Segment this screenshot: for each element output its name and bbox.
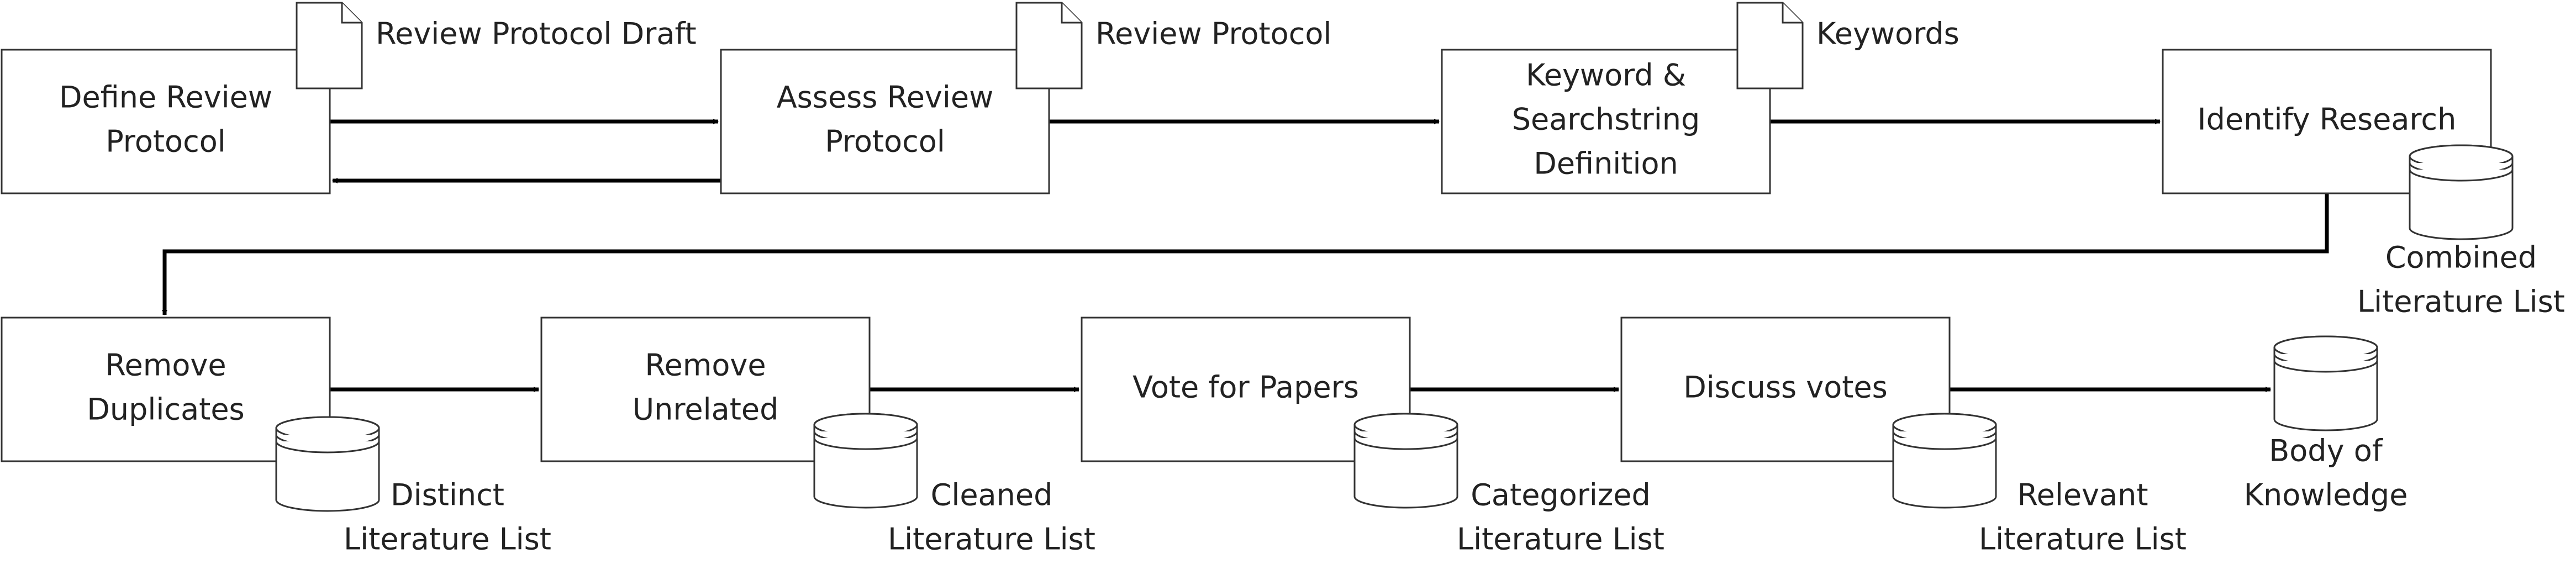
step-keyword-searchstring-definition-line-3: Definition <box>1534 146 1678 181</box>
document-artifacts: Review Protocol Draft Review Protocol Keyw… <box>296 2 1959 89</box>
database-ring-icon <box>275 441 380 454</box>
datastore-combined-literature-list-label-line-2: Literature List <box>2357 284 2565 319</box>
step-assess-review-protocol-line-1: Assess Review <box>777 80 994 115</box>
step-discuss-votes-line-1: Discuss votes <box>1683 370 1888 405</box>
step-vote-for-papers-line-1: Vote for Papers <box>1132 370 1359 405</box>
datastore-cleaned-literature-list-label-line-1: Cleaned <box>931 478 1053 513</box>
database-ring-icon <box>813 437 918 450</box>
datastore-cleaned-literature-list-label-line-2: Literature List <box>888 522 1095 557</box>
step-remove-unrelated-line-1: Remove <box>645 348 766 383</box>
datastore-body-of-knowledge: Body of Knowledge <box>2244 335 2408 513</box>
step-keyword-searchstring-definition-line-1: Keyword & <box>1526 58 1686 93</box>
document-icon <box>1736 2 1804 89</box>
document-review-protocol-draft: Review Protocol Draft <box>296 2 697 89</box>
document-review-protocol-draft-label-line-1: Review Protocol Draft <box>376 17 697 51</box>
step-define-review-protocol-line-1: Define Review <box>59 80 272 115</box>
datastore-distinct-literature-list-label-line-2: Literature List <box>344 522 551 557</box>
step-keyword-searchstring-definition-line-2: Searchstring <box>1512 102 1700 137</box>
database-ring-icon <box>2409 169 2514 182</box>
document-keywords-label-line-1: Keywords <box>1816 17 1959 51</box>
document-fold-icon <box>341 3 362 24</box>
datastore-relevant-literature-list-label-line-2: Literature List <box>1979 522 2187 557</box>
step-vote-for-papers: Vote for Papers <box>1081 317 1411 462</box>
step-remove-duplicates-line-2: Duplicates <box>87 392 244 427</box>
datastore-distinct-literature-list-label-line-1: Distinct <box>391 478 504 513</box>
document-fold-icon <box>1061 3 1082 24</box>
document-review-protocol-label-line-1: Review Protocol <box>1095 17 1331 51</box>
step-define-review-protocol-line-2: Protocol <box>106 124 226 159</box>
step-remove-duplicates-box <box>1 317 331 462</box>
document-keywords: Keywords <box>1736 2 1959 89</box>
database-ring-icon <box>1892 437 1997 450</box>
flow-arrows <box>162 119 2329 392</box>
step-assess-review-protocol-line-2: Protocol <box>825 124 945 159</box>
step-define-review-protocol-box <box>1 49 331 194</box>
datastore-relevant-literature-list-label-line-1: Relevant <box>2017 478 2148 513</box>
datastore-body-of-knowledge-label-line-2: Knowledge <box>2244 478 2408 513</box>
document-fold-icon <box>1782 3 1803 24</box>
step-keyword-searchstring-definition-box <box>1441 49 1771 194</box>
step-remove-unrelated-line-2: Unrelated <box>633 392 779 427</box>
datastore-categorized-literature-list-label-line-2: Literature List <box>1457 522 1664 557</box>
step-assess-review-protocol-box <box>720 49 1050 194</box>
document-icon <box>296 2 363 89</box>
datastore-combined-literature-list-label-line-1: Combined <box>2385 240 2537 275</box>
database-ring-icon <box>1353 437 1458 450</box>
datastore-categorized-literature-list-label-line-1: Categorized <box>1471 478 1651 513</box>
arrow-identify-to-duplicates <box>162 193 2329 315</box>
document-review-protocol: Review Protocol <box>1015 2 1331 89</box>
database-ring-icon <box>2273 360 2378 373</box>
step-remove-duplicates-line-1: Remove <box>105 348 226 383</box>
document-icon <box>1015 2 1083 89</box>
step-identify-research-line-1: Identify Research <box>2198 102 2457 137</box>
datastore-body-of-knowledge-label-line-1: Body of <box>2269 434 2384 468</box>
